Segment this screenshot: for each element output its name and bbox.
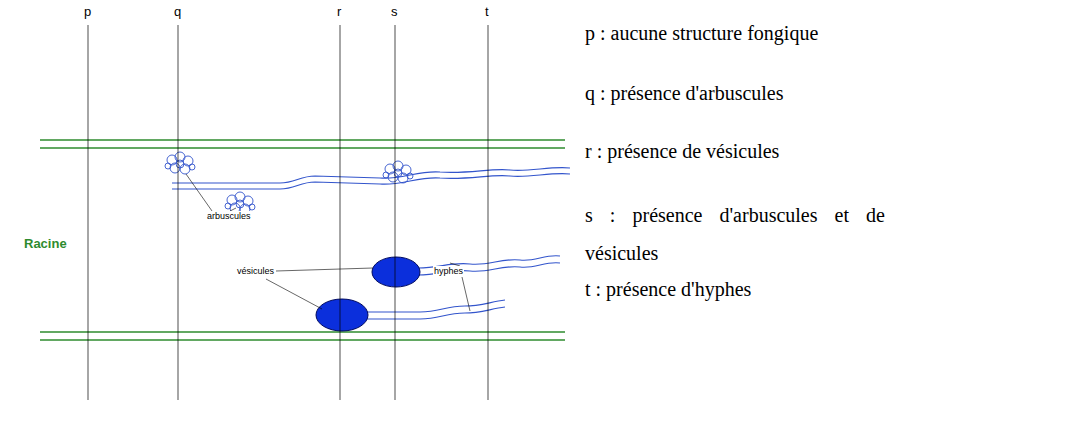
leader-lines: [186, 174, 470, 311]
section-letter: s: [391, 4, 398, 19]
key-text: p : aucune structure fongique: [585, 22, 818, 45]
hyphae: [172, 168, 570, 319]
key-text: t : présence d'hyphes: [585, 278, 751, 301]
section-letter: t: [485, 4, 489, 19]
key-text: q : présence d'arbuscules: [585, 82, 784, 105]
arbuscules: [165, 152, 413, 214]
key-text: s : présence d'arbuscules et de vésicule…: [585, 196, 885, 272]
key-text: r : présence de vésicules: [585, 140, 779, 163]
section-lines: [88, 25, 488, 400]
part-label: arbuscules: [206, 211, 252, 221]
root-label: Racine: [24, 236, 67, 251]
section-letter: p: [84, 4, 91, 19]
part-label: vésicules: [236, 266, 275, 276]
section-letter: q: [174, 4, 181, 19]
part-label: hyphes: [433, 266, 464, 276]
section-letter: r: [337, 4, 341, 19]
